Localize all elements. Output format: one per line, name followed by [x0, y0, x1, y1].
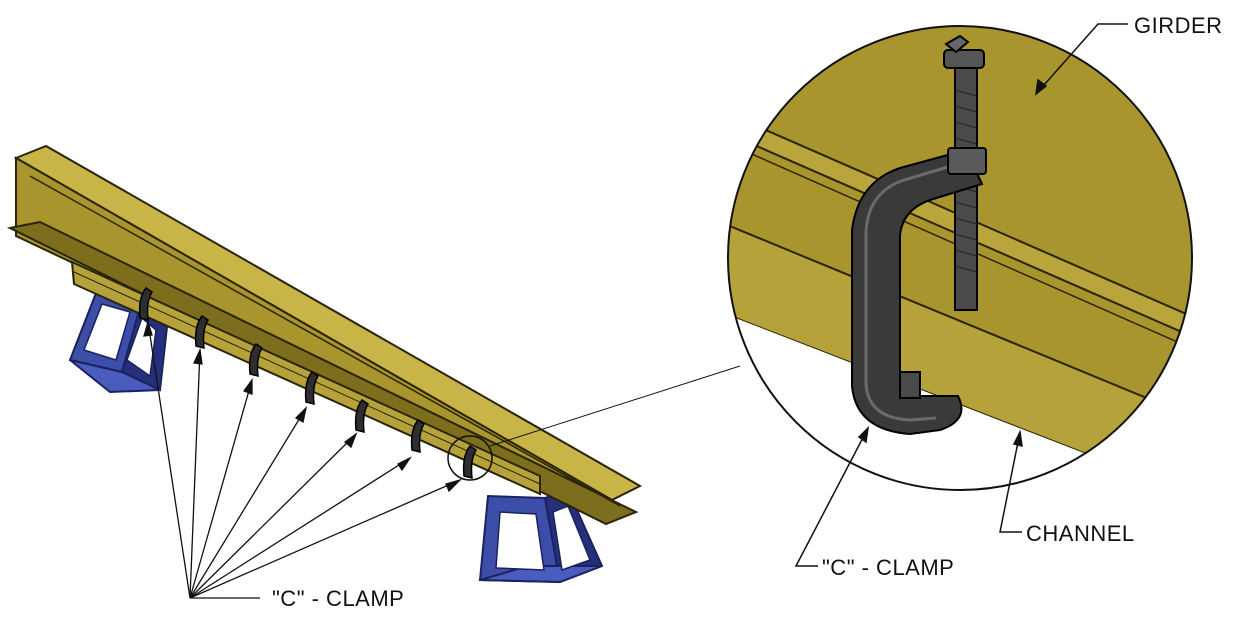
c-clamp-icon: [248, 342, 264, 377]
channel-leader: [999, 429, 1023, 533]
girder-label: GIRDER: [1134, 13, 1223, 38]
clamps-row: [138, 286, 478, 479]
detail-callout-circle: [447, 435, 493, 481]
c-clamp-icon: [462, 444, 478, 479]
c-clamp-icon: [194, 314, 210, 349]
c-clamp-icon: [304, 370, 320, 405]
detail-circle-outline: [727, 25, 1193, 491]
detail-leader-line: [489, 365, 741, 447]
girder-leader: [1034, 23, 1128, 96]
c-clamp-icon: [354, 398, 370, 433]
clamp-leader-lines: [143, 319, 463, 599]
channel-label: CHANNEL: [1026, 521, 1135, 546]
right-stand: [478, 488, 604, 584]
clamp-label-main: "C" - CLAMP: [272, 586, 404, 611]
left-stand: [68, 286, 170, 394]
c-clamp-icon: [410, 418, 426, 453]
girder-assembly: "C" - CLAMP: [6, 144, 741, 611]
c-clamp-icon: [851, 34, 987, 436]
clamp-detail-leader: [794, 425, 870, 567]
clamp-label-detail: "C" - CLAMP: [822, 555, 954, 580]
detail-view: GIRDER CHANNEL "C" - CLAMP: [727, 13, 1223, 580]
